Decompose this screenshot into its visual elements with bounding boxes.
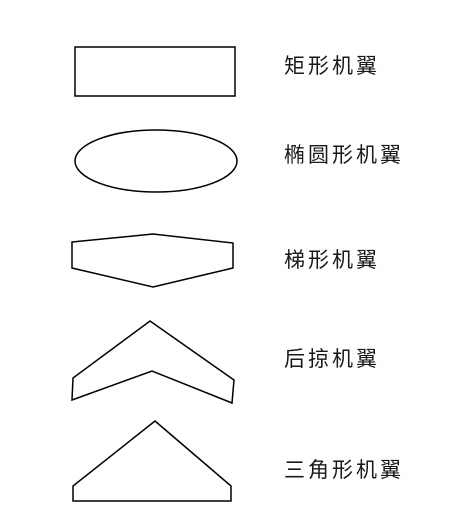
swept-wing-label: 后掠机翼	[284, 347, 380, 371]
delta-wing-label: 三角形机翼	[284, 458, 404, 482]
delta-wing-shape	[72, 420, 232, 502]
swept-wing-shape	[71, 320, 235, 405]
rectangular-wing-label: 矩形机翼	[284, 54, 380, 78]
rectangular-wing-shape	[74, 46, 236, 97]
elliptical-wing-shape	[74, 129, 238, 193]
elliptical-wing-label: 椭圆形机翼	[284, 143, 404, 167]
trapezoidal-wing-shape	[71, 233, 234, 288]
trapezoidal-wing-label: 梯形机翼	[284, 248, 380, 272]
